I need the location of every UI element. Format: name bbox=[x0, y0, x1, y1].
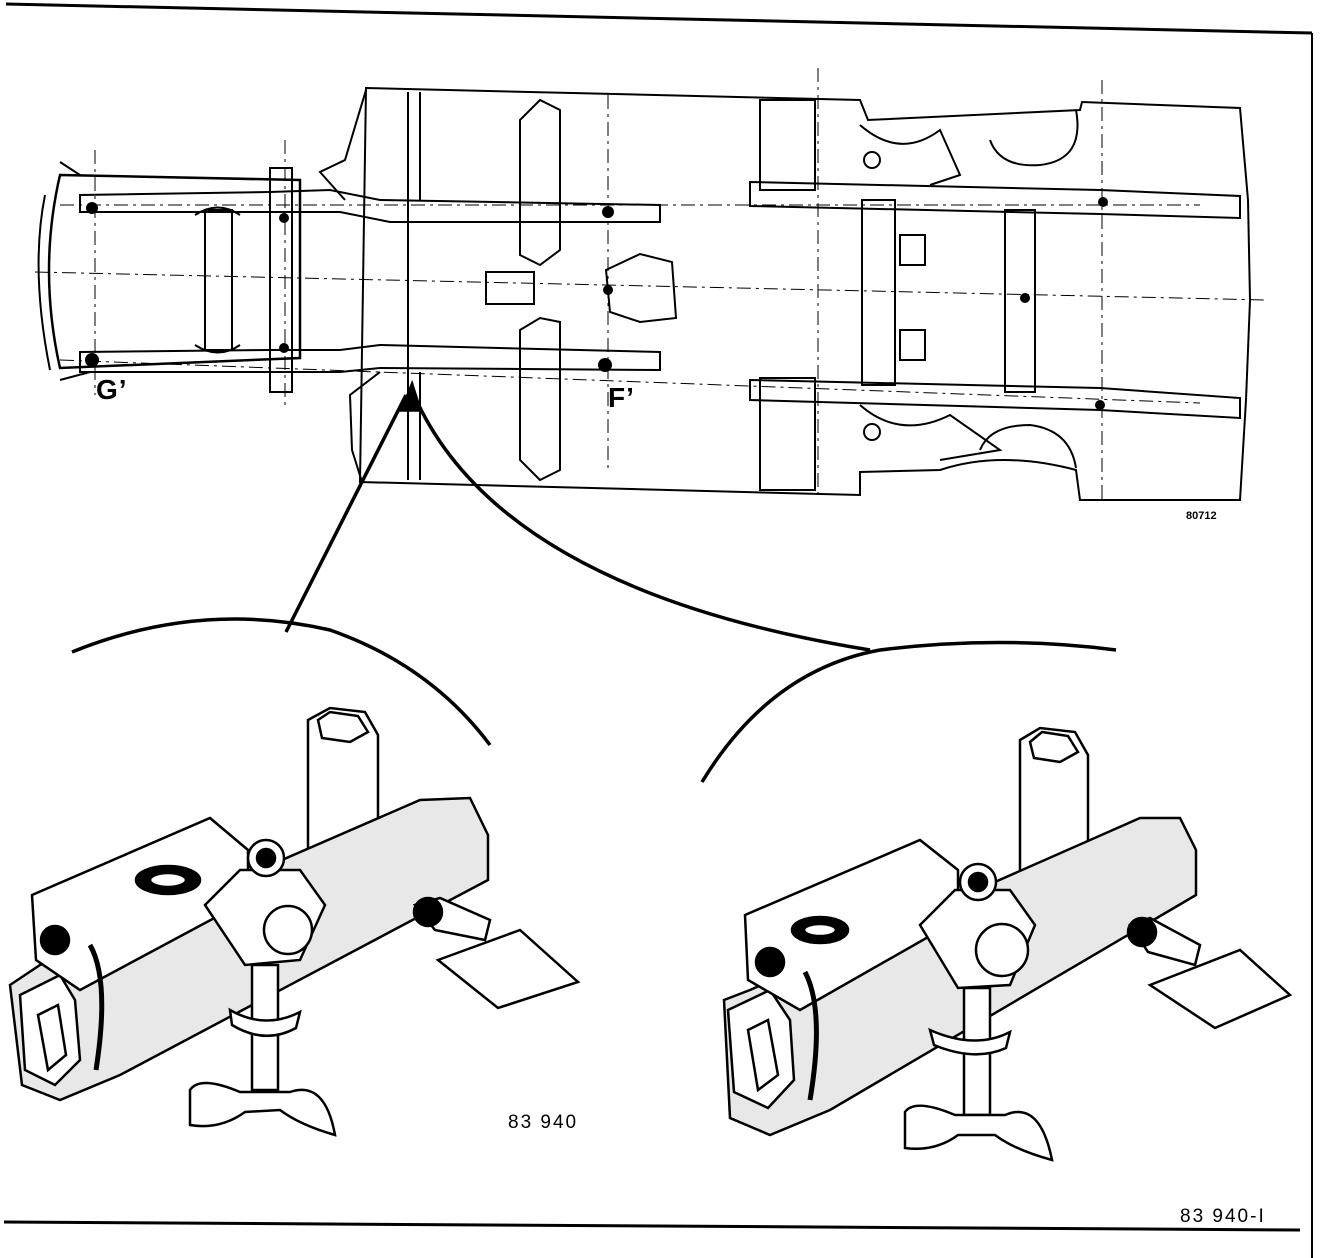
callout-lines bbox=[71, 379, 1117, 783]
tool-reference-right: 83 940-I bbox=[1180, 1206, 1266, 1227]
point-f-label: F’ bbox=[608, 382, 635, 413]
gauge-tool-left bbox=[8, 706, 581, 1137]
chassis-underbody bbox=[37, 86, 1252, 501]
tool-reference-left: 83 940 bbox=[508, 1112, 579, 1133]
page-frame bbox=[3, 2, 1313, 1258]
reference-lines bbox=[34, 68, 1266, 500]
measurement-points bbox=[85, 197, 1108, 410]
point-g-label: G’ bbox=[96, 374, 128, 405]
gauge-tool-right bbox=[722, 726, 1293, 1162]
chassis-reference-number: 80712 bbox=[1186, 510, 1217, 522]
